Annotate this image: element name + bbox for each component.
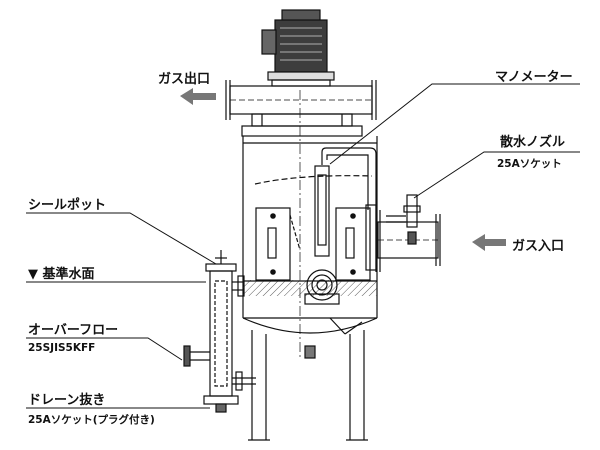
overflow-spec: 25SJIS5KFF <box>28 342 96 354</box>
manometer-label: マノメーター <box>495 70 573 85</box>
inspection-window-left <box>255 207 301 281</box>
sprinkler-nozzle <box>386 194 421 245</box>
reference-water-level-label: ▼ 基準水面 <box>28 267 95 282</box>
drain-outlet-label: ドレーン抜き <box>28 393 106 408</box>
outlet-duct <box>225 80 377 137</box>
drain-outlet-spec: 25Aソケット(プラグ付き) <box>28 414 155 426</box>
inlet-duct <box>375 210 441 272</box>
gas-inlet-arrow <box>472 234 506 251</box>
manometer <box>314 147 377 257</box>
gas-outlet-label: ガス出口 <box>158 72 211 87</box>
inspection-window-right <box>335 204 377 281</box>
sprinkler-nozzle-spec: 25Aソケット <box>497 158 562 170</box>
main-vessel <box>242 90 378 441</box>
gas-outlet-arrow <box>180 88 216 105</box>
gas-inlet-label: ガス入口 <box>512 239 565 254</box>
overflow-label: オーバーフロー <box>28 323 119 338</box>
leader-lines <box>26 83 580 409</box>
sprinkler-nozzle-label: 散水ノズル <box>500 135 566 150</box>
seal-pot-label: シールポット <box>28 198 107 213</box>
seal-pot <box>183 250 256 413</box>
outlet-nozzle-ring <box>304 269 340 305</box>
fan-motor <box>261 9 335 87</box>
